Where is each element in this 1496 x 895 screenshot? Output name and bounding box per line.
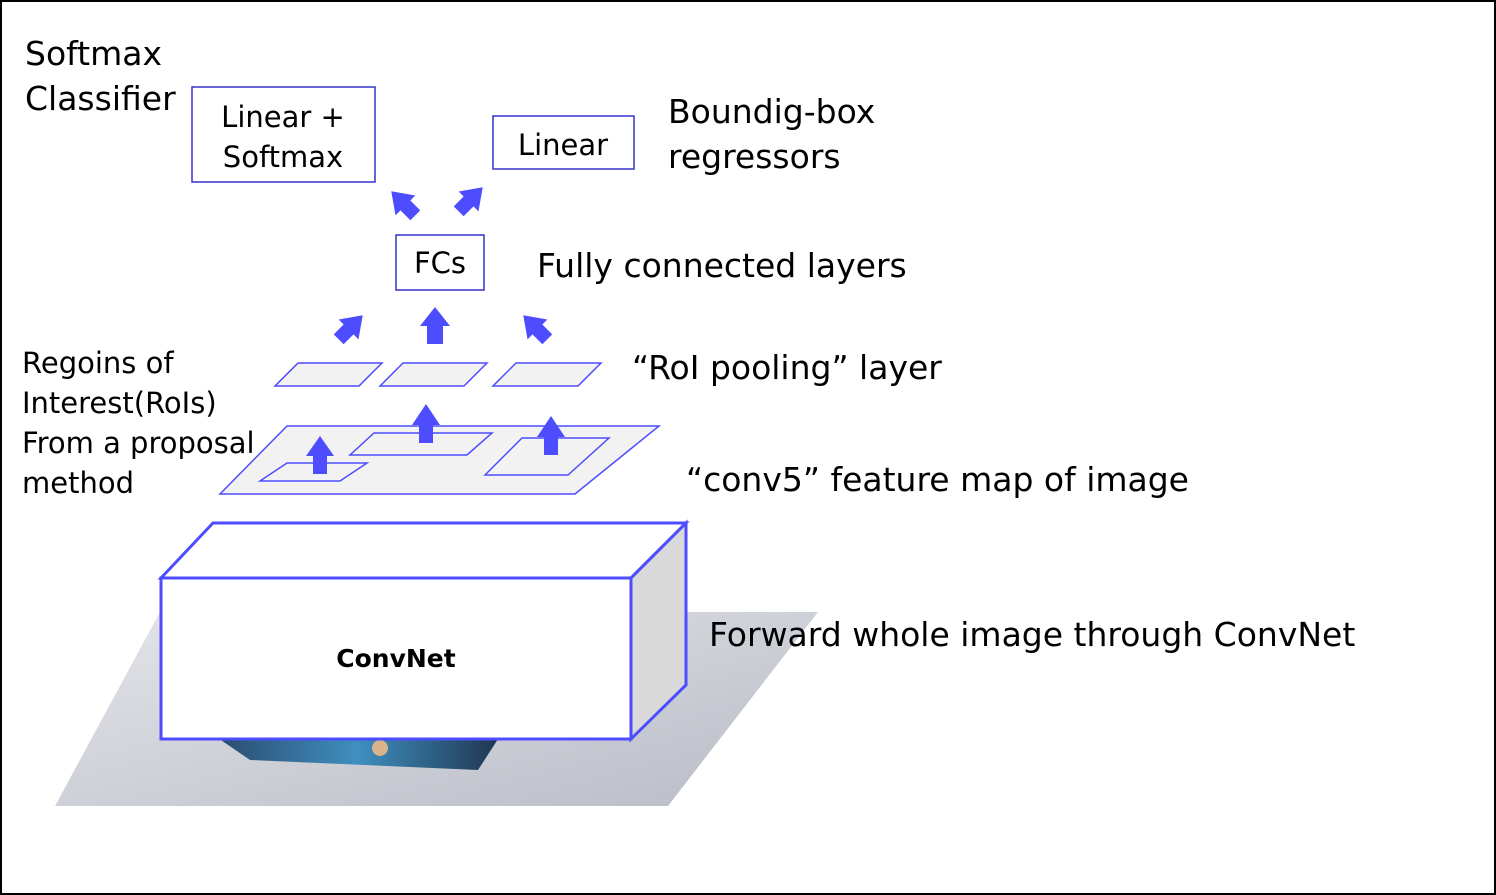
arrow-diagonal-icon [333,315,363,345]
roi-description-line2: Interest(RoIs) [22,386,217,420]
roi-description-line1: Regoins of [22,346,174,380]
roi-pooling-layer-label: “RoI pooling” layer [632,348,942,387]
pooled-cell-3 [491,362,603,387]
bbox-regressors-label-line2: regressors [668,137,841,176]
convnet-front-face [159,576,633,741]
arrow-diagonal-icon [391,191,421,221]
arrow-up-icon [412,404,440,443]
conv5-feature-map [218,425,662,495]
linear-softmax-block: Linear + Softmax [191,86,376,183]
linear-softmax-box [191,86,376,183]
convnet-block: ConvNet [157,519,690,743]
fully-connected-layers-label: Fully connected layers [537,246,907,285]
input-image-detail [372,740,388,756]
roi-description-line3: From a proposal [22,426,255,460]
fcs-box [395,234,485,291]
linear-softmax-label-line1: Linear + [221,100,345,134]
arrow-up-icon [537,416,565,455]
arrow-diagonal-icon [523,315,553,345]
roi-region-2 [348,432,494,456]
fcs-label: FCs [414,246,466,280]
roi-pooling-layer [273,362,603,387]
linear-softmax-label-line2: Softmax [223,140,343,174]
pooling-arrows [333,307,553,345]
linear-block: Linear [492,115,635,170]
roi-region-3 [483,437,611,476]
roi-description-line4: method [22,466,134,500]
input-image-content [215,736,500,770]
linear-box [492,115,635,170]
bbox-regressors-label-line1: Boundig-box [668,92,875,131]
head-arrows [391,187,483,221]
arrow-diagonal-icon [453,187,483,217]
arrow-up-icon [306,436,334,474]
pooled-cell-1 [273,362,384,387]
convnet-label: ConvNet [336,644,455,673]
softmax-classifier-label-line1: Softmax [25,34,162,73]
fcs-block: FCs [395,234,485,291]
pooled-cell-2 [378,362,489,387]
softmax-classifier-label-line2: Classifier [25,79,176,118]
arrow-up-icon [420,307,450,344]
conv5-feature-map-label: “conv5” feature map of image [686,460,1189,499]
convnet-top-face [157,521,690,580]
linear-label: Linear [518,128,608,162]
roi-arrows [306,404,565,474]
forward-convnet-label: Forward whole image through ConvNet [709,615,1355,654]
